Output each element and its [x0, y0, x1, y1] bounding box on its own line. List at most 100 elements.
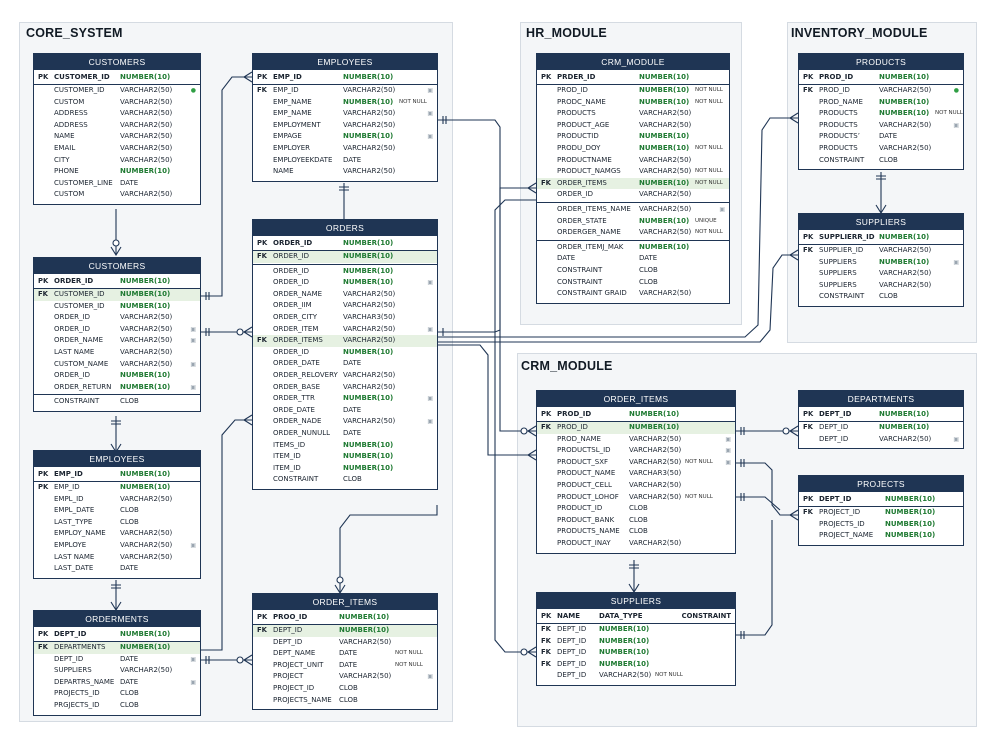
column-row[interactable]: PRODUCTS’DATE: [799, 131, 963, 143]
